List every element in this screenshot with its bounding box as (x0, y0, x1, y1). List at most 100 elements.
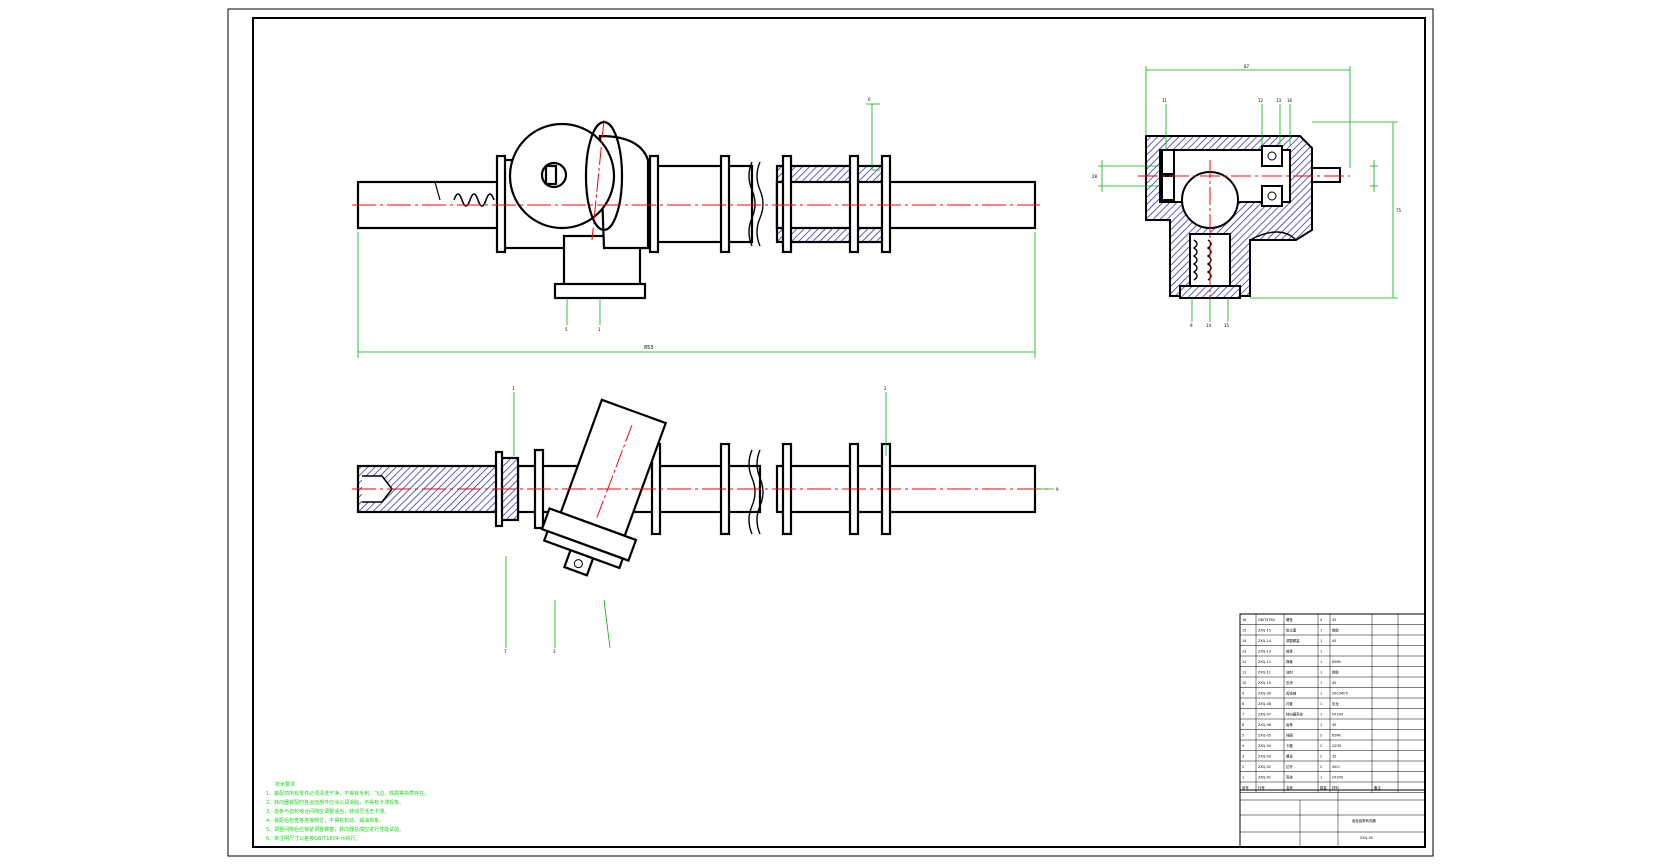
drawing-title: 齿轮齿条转向器 (1352, 818, 1376, 823)
bom-cell: 螺栓 (1286, 617, 1293, 622)
bom-cell: 1 (1320, 702, 1322, 706)
bom-cell: 轴承 (1286, 648, 1293, 653)
bom-header-cell: 代号 (1258, 785, 1265, 790)
bom-cell: 3 (1242, 754, 1244, 758)
bom-cell: 11 (1242, 670, 1246, 674)
section-view-dimensions (1098, 66, 1398, 322)
front-view (356, 120, 1037, 300)
balloon-bottom-3: 9 (1056, 487, 1059, 492)
bom-cell: 6 (1242, 723, 1244, 727)
bom-cell: 2 (1320, 765, 1322, 769)
bom-cell: 1 (1320, 691, 1322, 695)
bom-cell: 16 (1242, 618, 1246, 622)
bom-cell: 40Cr (1332, 765, 1341, 769)
bom-cell: HT200 (1332, 775, 1343, 779)
balloon-section-5: 9 (1190, 323, 1193, 328)
bom-cell: ZXQ-07 (1258, 712, 1271, 716)
bom-cell: ZXQ-14 (1258, 639, 1271, 643)
balloon-bottom-5: 3 (553, 649, 556, 654)
bom-cell: ZXQ-05 (1258, 733, 1271, 737)
sheet-inner-border (252, 17, 1426, 848)
bom-cell: 2 (1320, 733, 1322, 737)
notes-line-2: 2、转向器装配时各运动部件应涂以润滑脂，不得有卡滞现象。 (266, 799, 404, 806)
balloon-bottom-1: 1 (512, 386, 515, 391)
bottom-view (356, 398, 1037, 577)
bom-cell: 5 (1242, 733, 1244, 737)
bom-cell: 1 (1320, 639, 1322, 643)
bom-cell: 齿轮轴 (1286, 690, 1297, 695)
bom-cell: 4 (1242, 744, 1244, 748)
bom-cell: 4 (1320, 618, 1322, 622)
bom-cell: 65Mn (1332, 733, 1341, 737)
bom-cell: ZXQ-10 (1258, 681, 1271, 685)
bom-cell: ZXQ-09 (1258, 691, 1271, 695)
bom-cell: 12 (1242, 660, 1246, 664)
bom-cell: 防尘罩 (1286, 627, 1297, 632)
balloon-bottom-4: 7 (504, 649, 507, 654)
bom-cell: 8 (1242, 702, 1244, 706)
bom-cell: 45 (1332, 639, 1336, 643)
technical-notes: 技术要求 1、装配前所有零件必须清洗干净，不得有毛刺、飞边、铁屑等杂质存在。 2… (266, 781, 429, 842)
balloon-section-6: 14 (1206, 323, 1212, 328)
section-view-centerlines (1138, 160, 1350, 300)
bom-cell: 2 (1320, 754, 1322, 758)
bom-cell: 13 (1242, 649, 1246, 653)
front-view-leaders (566, 103, 880, 325)
bottom-view-leaders (505, 392, 1054, 649)
bom-cell: 拉杆 (1286, 764, 1293, 769)
bom-cell: 橡胶 (1332, 669, 1339, 674)
drawing-number: ZXQ-00 (1360, 836, 1373, 840)
bom-cell: ZXQ-04 (1258, 744, 1271, 748)
bom-cell: 1 (1320, 723, 1322, 727)
section-width-label: 87 (1244, 64, 1250, 69)
title-block (1239, 789, 1426, 848)
bom-cell: 尼龙 (1332, 701, 1339, 706)
bom-cell: ZXQ-12 (1258, 660, 1271, 664)
notes-heading: 技术要求 (275, 781, 295, 788)
bom-cell: 压块 (1286, 680, 1293, 685)
bom-cell: ZXQ-15 (1258, 628, 1271, 632)
bom-cell: 衬套 (1286, 701, 1293, 706)
bom-cell: 45 (1332, 723, 1336, 727)
bom-cell: 挡圈 (1286, 732, 1293, 737)
balloon-section-1: 11 (1162, 98, 1168, 103)
bom-cell: 1 (1320, 775, 1322, 779)
bom-cell: 1 (1320, 670, 1322, 674)
bottom-view-centerlines (352, 424, 1050, 521)
bom-cell: 调整螺塞 (1286, 638, 1300, 643)
notes-line-1: 1、装配前所有零件必须清洗干净，不得有毛刺、飞边、铁屑等杂质存在。 (266, 790, 429, 797)
bom-cell: 转向器壳体 (1286, 711, 1304, 716)
bom-cell: ZXQ-02 (1258, 765, 1271, 769)
bom-cell: 14 (1242, 639, 1246, 643)
sheet-outer-border (227, 8, 1434, 857)
bom-cell: ZXQ-08 (1258, 702, 1271, 706)
balloon-section-3: 13 (1276, 98, 1282, 103)
bom-header-cell: 名称 (1286, 785, 1293, 790)
notes-line-6: 6、未注明尺寸公差按GB/T1804-m执行。 (266, 835, 361, 842)
bom-cell: 2 (1242, 765, 1244, 769)
bom-cell: 弹簧 (1286, 659, 1293, 664)
bom-cell: GB/T5783 (1258, 618, 1275, 622)
bom-cell: 15 (1242, 628, 1246, 632)
bom-cell: 9 (1242, 691, 1244, 695)
bom-cell: ZXQ-13 (1258, 649, 1271, 653)
bom-cell: 螺母 (1286, 753, 1293, 758)
balloon-section-7: 15 (1224, 323, 1230, 328)
bom-cell: 齿条 (1286, 722, 1293, 727)
section-shaft-label: 28 (1092, 174, 1098, 179)
bom-cell: 油封 (1286, 669, 1293, 674)
bom-cell: ZXQ-03 (1258, 754, 1271, 758)
bom-cell: 1 (1320, 712, 1322, 716)
bom-cell: 20CrMnTi (1332, 691, 1348, 695)
bom-header-cell: 序号 (1242, 785, 1249, 790)
balloon-front-3: 1 (598, 327, 601, 332)
bom-cell: 卡箍 (1286, 743, 1293, 748)
bom-cell: 壳体 (1286, 774, 1293, 779)
balloon-front-2: 5 (565, 327, 568, 332)
bom-header-cell: 数量 (1320, 785, 1327, 790)
bom-header-cell: 材料 (1332, 785, 1339, 790)
bom-cell: 1 (1320, 649, 1322, 653)
notes-line-3: 3、齿条与齿轮啮合间隙应调整适当，转动灵活无卡滞。 (266, 808, 389, 815)
